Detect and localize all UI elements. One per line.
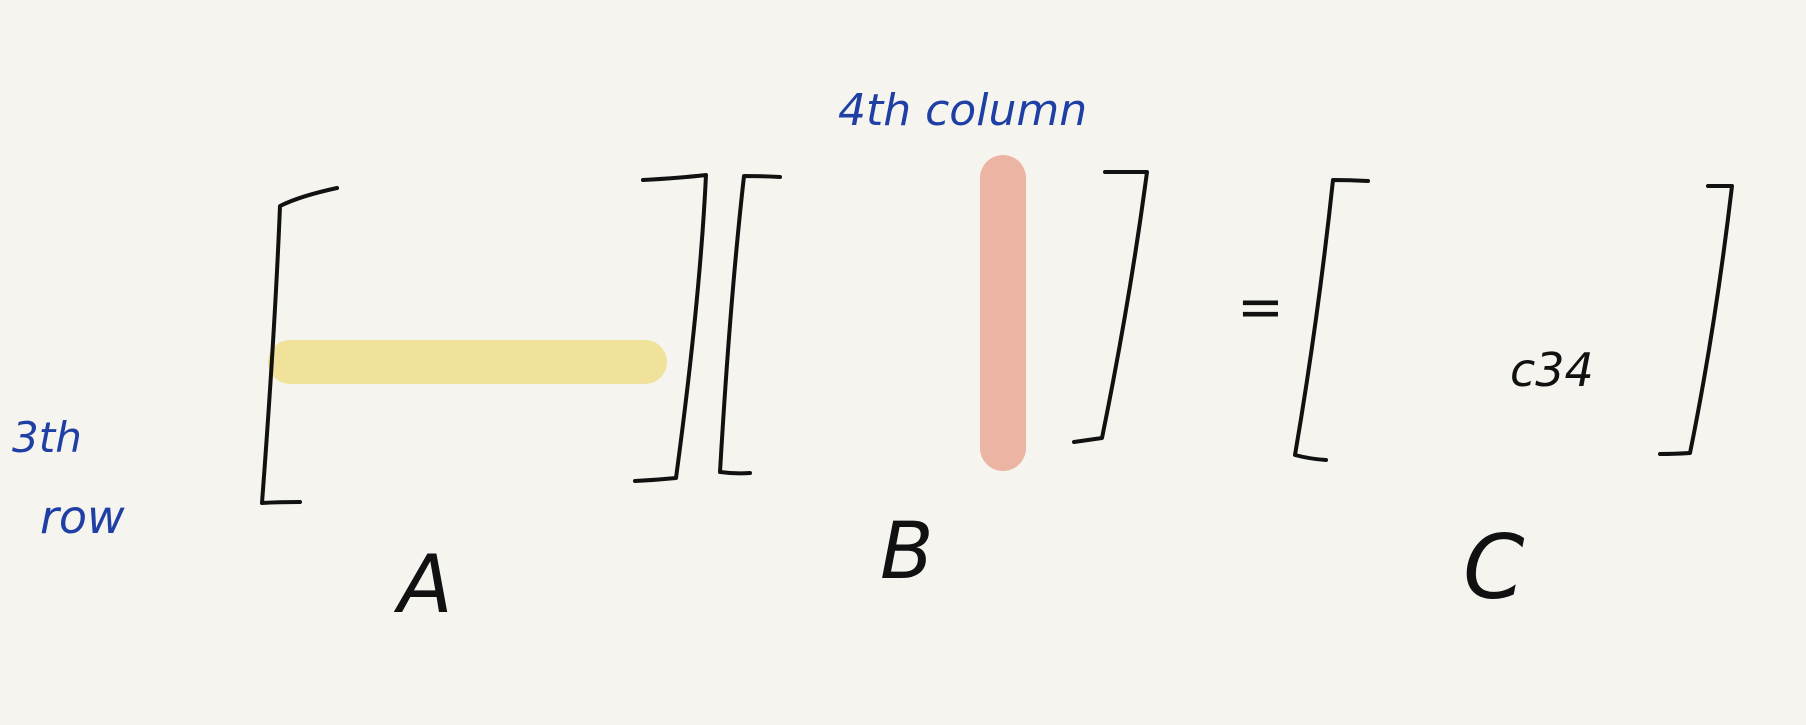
equals-sign: = xyxy=(1237,275,1284,340)
row-annotation-line2: row xyxy=(40,490,125,544)
row-annotation-line1: 3th xyxy=(12,413,82,462)
matrix-c-label: C xyxy=(1463,516,1525,619)
result-entry: c34 xyxy=(1510,343,1594,397)
matrix-c-left-bracket xyxy=(1293,178,1370,462)
matrix-b-left-bracket xyxy=(718,174,782,476)
matrix-a-label: A xyxy=(393,538,453,631)
matrix-b-label: B xyxy=(880,507,934,597)
matrix-b-right-bracket xyxy=(1072,170,1149,444)
matrix-a-right-bracket xyxy=(633,173,708,483)
column-annotation: 4th column xyxy=(838,85,1087,136)
matrix-a-left-bracket xyxy=(260,186,339,505)
matrix-c-right-bracket xyxy=(1658,184,1734,456)
